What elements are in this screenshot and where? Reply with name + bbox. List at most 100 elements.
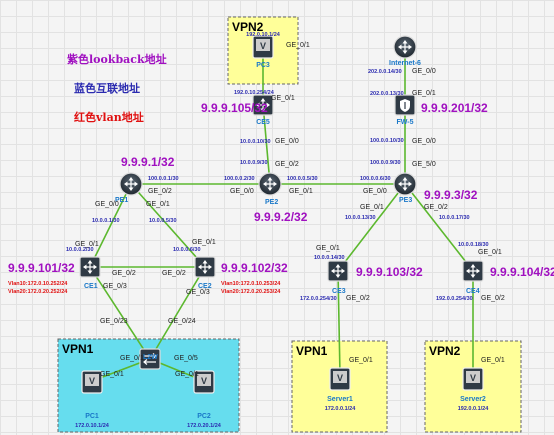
ce1-device[interactable] [79, 256, 101, 278]
server1-port-g01: GE_0/1 [349, 357, 373, 364]
fw5-name: FW-5 [397, 119, 414, 126]
pc2-port-g01: GE_0/1 [175, 371, 199, 378]
pe2-g00-ip: 100.0.0.2/30 [224, 176, 255, 182]
pe1-g02-ip: 100.0.0.1/30 [148, 176, 179, 182]
ce4-device[interactable] [462, 260, 484, 282]
vpn1-mid-label: VPN1 [296, 344, 328, 358]
ce2-vlan20: Vlan20:172.0.20.253/24 [221, 289, 281, 295]
fw5-port-g00: GE_0/0 [412, 138, 436, 145]
ce3-port-g01: GE_0/1 [316, 245, 340, 252]
ce5-device[interactable] [252, 94, 274, 116]
server1-name: Server1 [327, 396, 353, 403]
internet-g00-ip: 202.0.0.14/30 [368, 69, 402, 75]
ce4-port-g02: GE_0/2 [481, 295, 505, 302]
link-ce2-l2w [149, 266, 206, 360]
l3-switch-icon [327, 260, 349, 282]
firewall-icon [394, 94, 416, 116]
pe3-loopback: 9.9.9.3/32 [424, 188, 478, 202]
l2-switch-icon [139, 348, 161, 370]
link-pe3-ce4 [404, 183, 474, 272]
ce1-port-g03: GE_0/3 [103, 283, 127, 290]
ce2-g01-ip: 10.0.0.6/30 [173, 247, 201, 253]
pe3-port-g02: GE_0/2 [424, 204, 448, 211]
pc1-ip: 172.0.10.1/24 [75, 423, 110, 429]
server2-port-g01: GE_0/1 [481, 357, 505, 364]
link-pe1-ce1 [89, 183, 132, 268]
pe3-port-g00: GE_0/0 [363, 188, 387, 195]
link-ce5-pe2 [262, 103, 271, 185]
link-ce1-l2w [89, 266, 151, 360]
link-pe1-ce2 [130, 183, 206, 268]
ce1-port-g01: GE_0/1 [75, 241, 99, 248]
ce1-g01-ip: 10.0.0.2/30 [66, 247, 94, 253]
ce3-loopback: 9.9.9.103/32 [356, 265, 423, 279]
svg-text:V: V [201, 376, 207, 386]
fw5-loopback: 9.9.9.201/32 [421, 101, 488, 115]
pe3-device[interactable] [393, 172, 417, 196]
pc3-ip: 192.0.10.1/24 [246, 32, 281, 38]
server1-device[interactable]: V [329, 367, 351, 391]
pe1-device[interactable] [119, 172, 143, 196]
ce1-vlan20: Vlan20:172.0.20.252/24 [8, 289, 68, 295]
ce5-name: CE5 [256, 119, 270, 126]
l3-switch-icon [194, 256, 216, 278]
l2w-device[interactable] [139, 348, 161, 370]
pe2-g02-ip: 10.0.0.9/30 [240, 160, 268, 166]
ce4-loopback: 9.9.9.104/32 [490, 265, 554, 279]
svg-text:V: V [470, 373, 476, 383]
pe2-port-g00: GE_0/0 [230, 188, 254, 195]
vpn2-right-label: VPN2 [429, 344, 461, 358]
l2w-port-g05: GE_0/5 [174, 355, 198, 362]
ce3-g02-ip: 172.0.0.254/30 [300, 296, 337, 302]
l2w-port-g024: GE_0/24 [168, 318, 196, 325]
pc3-name: PC3 [256, 62, 270, 69]
legend-vlan: 红色vlan地址 [74, 110, 144, 124]
link-ce3-server1 [337, 270, 341, 376]
ce3-port-g02: GE_0/2 [346, 295, 370, 302]
router-icon [393, 172, 417, 196]
server1-ip: 172.0.0.1/24 [325, 406, 357, 412]
fw5-device[interactable] [394, 94, 416, 116]
ce1-vlan10: Vlan10:172.0.10.252/24 [8, 281, 68, 287]
server2-device[interactable]: V [462, 367, 484, 391]
ce4-g01-ip: 10.0.0.18/30 [458, 242, 489, 248]
pc-icon: V [252, 35, 274, 59]
ce1-port-g02: GE_0/2 [112, 270, 136, 277]
pc1-port-g01: GE_0/1 [100, 371, 124, 378]
pe1-port-g02: GE_0/2 [148, 188, 172, 195]
pe2-port-g02: GE_0/2 [275, 161, 299, 168]
pc3-port-g01: GE_0/1 [286, 42, 310, 49]
internet-6-device[interactable] [393, 35, 417, 59]
ce4-port-g01: GE_0/1 [478, 249, 502, 256]
pe3-port-g50: GE_5/0 [412, 161, 436, 168]
pe3-name: PE3 [399, 197, 412, 204]
fw5-port-g01: GE_0/1 [412, 90, 436, 97]
legend-loopback: 紫色lookback地址 [67, 52, 167, 66]
l3-switch-icon [79, 256, 101, 278]
ce5-g00-ip: 10.0.0.10/30 [240, 139, 271, 145]
l3-switch-icon [462, 260, 484, 282]
l2w-name: L2W [143, 354, 158, 361]
pe3-g50-ip: 100.0.0.9/30 [370, 160, 401, 166]
pc2-name: PC2 [197, 413, 211, 420]
ce5-port-g01: GE_0/1 [271, 95, 295, 102]
l2w-port-g023: GE_0/23 [100, 318, 128, 325]
pe2-device[interactable] [258, 172, 282, 196]
pc3-device[interactable]: V [252, 35, 274, 59]
pe3-g02-ip: 10.0.0.17/30 [439, 215, 470, 221]
pc1-name: PC1 [85, 413, 99, 420]
server-icon: V [329, 367, 351, 391]
pc2-device[interactable]: V [193, 370, 215, 394]
pe1-loopback: 9.9.9.1/32 [121, 155, 175, 169]
pe3-g00-ip: 100.0.0.6/30 [360, 176, 391, 182]
vpn1-left-label: VPN1 [62, 342, 94, 356]
pe2-loopback: 9.9.9.2/32 [254, 210, 308, 224]
ce2-vlan10: Vlan10:172.0.10.253/24 [221, 281, 281, 287]
ce2-device[interactable] [194, 256, 216, 278]
fw5-g00-ip: 100.0.0.10/30 [370, 138, 404, 144]
ce3-device[interactable] [327, 260, 349, 282]
pc1-device[interactable]: V [81, 370, 103, 394]
link-pe3-ce3 [337, 183, 406, 272]
ce5-port-g00: GE_0/0 [275, 138, 299, 145]
ce4-g02-ip: 192.0.0.254/30 [436, 296, 473, 302]
